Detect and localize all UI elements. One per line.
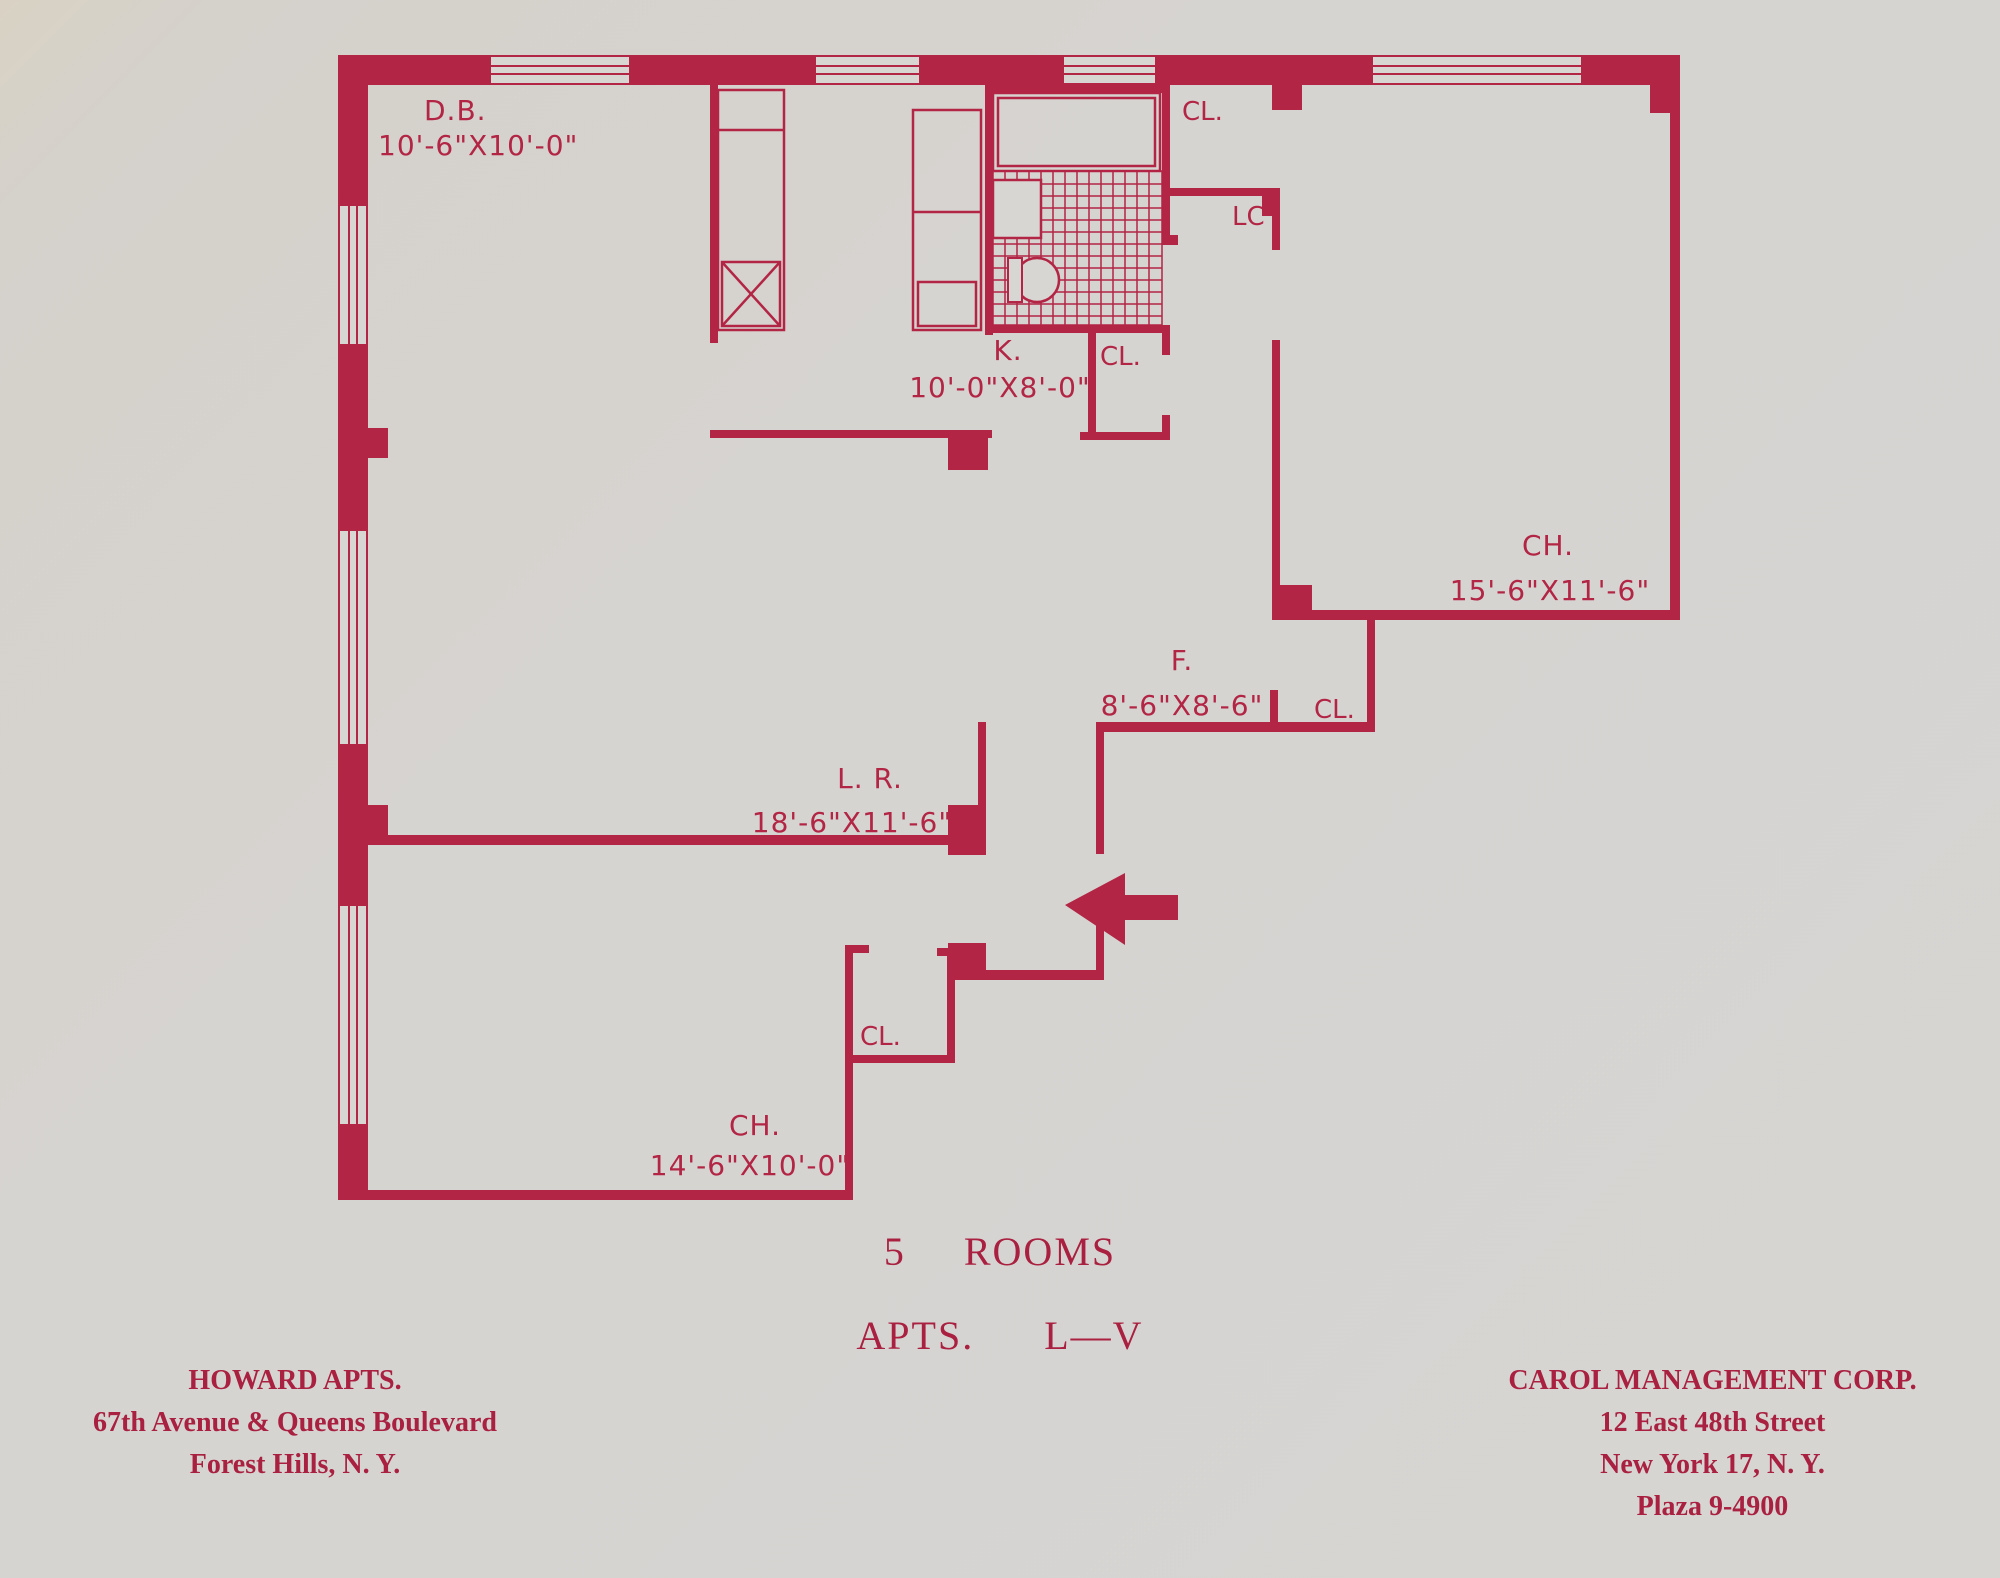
apartments-range: APTS. L—V — [0, 1312, 2000, 1359]
building-city: Forest Hills, N. Y. — [189, 1449, 401, 1480]
rooms-word: ROOMS — [963, 1229, 1117, 1274]
entry-arrow-icon — [1065, 873, 1178, 945]
closet-label: CL. — [1100, 342, 1141, 372]
kitchen-fixtures — [716, 88, 1162, 332]
management-phone: Plaza 9-4900 — [1636, 1491, 1789, 1522]
room-size-kitchen: 10'-0"X8'-0" — [909, 371, 1091, 404]
room-name-living: L. R. — [837, 762, 903, 795]
linen-closet-label: LC — [1232, 202, 1265, 232]
closet-label: CL. — [860, 1022, 901, 1052]
closet-label: CL. — [1314, 695, 1355, 725]
building-info: HOWARD APTS. 67th Avenue & Queens Boulev… — [30, 1360, 560, 1486]
apts-range: L—V — [1044, 1313, 1144, 1358]
room-name-chamber-left: CH. — [729, 1109, 781, 1142]
building-address: 67th Avenue & Queens Boulevard — [93, 1407, 497, 1438]
bath-fixtures — [991, 178, 1061, 304]
rooms-summary: 5 ROOMS — [0, 1228, 2000, 1275]
room-name-chamber-right: CH. — [1522, 529, 1574, 562]
management-city: New York 17, N. Y. — [1600, 1449, 1825, 1480]
rooms-count: 5 — [883, 1229, 906, 1274]
closet-label: CL. — [1182, 97, 1223, 127]
room-size-chamber-right: 15'-6"X11'-6" — [1450, 574, 1650, 607]
windows — [338, 55, 1583, 1126]
room-size-dining: 10'-6"X10'-0" — [378, 129, 578, 162]
management-name: CAROL MANAGEMENT CORP. — [1508, 1365, 1917, 1396]
management-address: 12 East 48th Street — [1599, 1407, 1826, 1438]
apts-prefix: APTS. — [856, 1313, 975, 1358]
room-name-kitchen: K. — [993, 334, 1022, 367]
management-info: CAROL MANAGEMENT CORP. 12 East 48th Stre… — [1440, 1360, 1985, 1528]
building-name: HOWARD APTS. — [188, 1365, 402, 1396]
room-labels: D.B. 10'-6"X10'-0" K. 10'-0"X8'-0" CH. 1… — [378, 94, 1650, 1182]
room-name-dining: D.B. — [424, 94, 487, 127]
room-name-foyer: F. — [1171, 644, 1194, 677]
room-size-chamber-left: 14'-6"X10'-0" — [650, 1149, 850, 1182]
room-size-living: 18'-6"X11'-6" — [752, 806, 952, 839]
room-size-foyer: 8'-6"X8'-6" — [1101, 689, 1264, 722]
